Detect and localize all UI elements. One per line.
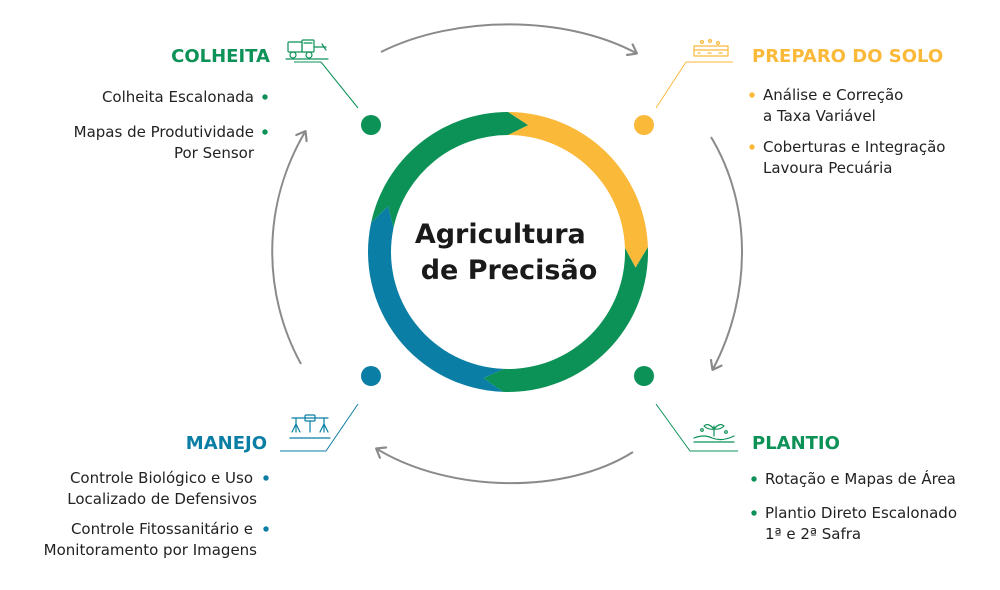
connector-plantio xyxy=(655,403,691,452)
list-item-continuation: Monitoramento por Imagens xyxy=(44,541,258,559)
center-title: Agricultura de Precisão xyxy=(415,219,597,286)
stage-title-colheita: COLHEITA xyxy=(171,46,270,67)
list-item: Mapas de Produtividade xyxy=(74,123,254,141)
list-item: Análise e Correção xyxy=(763,86,903,104)
bullet-dot xyxy=(749,92,755,98)
combine-harvester-icon xyxy=(285,39,329,60)
stage-title-plantio: PLANTIO xyxy=(752,433,840,454)
list-item: Controle Fitossanitário e xyxy=(71,520,253,538)
list-item: Rotação e Mapas de Área xyxy=(765,469,956,488)
arrow-preparo-to-plantio xyxy=(711,136,743,369)
bullet-dot xyxy=(751,476,757,482)
list-item: Colheita Escalonada xyxy=(102,88,254,106)
stage-list-plantio: Rotação e Mapas de Área Plantio Direto E… xyxy=(751,469,957,543)
center-title-line-1: Agricultura xyxy=(415,219,586,250)
arrow-manejo-to-colheita xyxy=(271,132,305,365)
bullet-dot xyxy=(262,129,268,135)
stage-title-manejo: MANEJO xyxy=(186,433,267,454)
list-item-continuation: Por Sensor xyxy=(174,144,255,162)
stage-list-colheita: Colheita Escalonada Mapas de Produtivida… xyxy=(74,88,268,162)
seedling-soil-icon xyxy=(693,423,735,443)
bullet-dot xyxy=(263,475,269,481)
stage-title-preparo: PREPARO DO SOLO xyxy=(752,46,943,67)
arrow-colheita-to-preparo xyxy=(380,23,636,53)
bullet-dot xyxy=(262,94,268,100)
list-item: Plantio Direto Escalonado xyxy=(765,504,957,522)
bullet-dot xyxy=(263,526,269,532)
arrow-plantio-to-manejo xyxy=(377,449,634,485)
connector-preparo xyxy=(655,61,687,109)
ring-segment-manejo xyxy=(368,205,504,392)
list-item-continuation: a Taxa Variável xyxy=(763,107,876,125)
stage-markers xyxy=(280,61,738,452)
bullet-dot xyxy=(751,510,757,516)
bullet-dot xyxy=(749,144,755,150)
list-item-continuation: Lavoura Pecuária xyxy=(763,159,892,177)
center-title-line-2: de Precisão xyxy=(421,255,598,286)
ring-segment-colheita xyxy=(371,112,529,228)
cycle-arrows xyxy=(271,23,743,485)
ring-segment-plantio xyxy=(483,247,648,392)
list-item: Coberturas e Integração xyxy=(763,138,945,156)
list-item-continuation: Localizado de Defensivos xyxy=(67,490,257,508)
crop-sprayer-icon xyxy=(289,414,331,439)
soil-layer-icon xyxy=(693,39,729,57)
list-item-continuation: 1ª e 2ª Safra xyxy=(765,525,861,543)
connector-colheita-diag xyxy=(320,61,359,109)
cycle-ring xyxy=(368,112,648,392)
list-item: Controle Biológico e Uso xyxy=(70,469,253,487)
dot-manejo xyxy=(361,366,381,386)
dot-preparo xyxy=(634,115,654,135)
connector-manejo xyxy=(325,403,359,452)
stage-list-preparo: Análise e Correção a Taxa Variável Cober… xyxy=(749,86,945,177)
dot-plantio xyxy=(634,366,654,386)
dot-colheita xyxy=(361,115,381,135)
ring-segment-preparo xyxy=(508,112,648,268)
stage-list-manejo: Controle Biológico e Uso Localizado de D… xyxy=(44,469,269,559)
